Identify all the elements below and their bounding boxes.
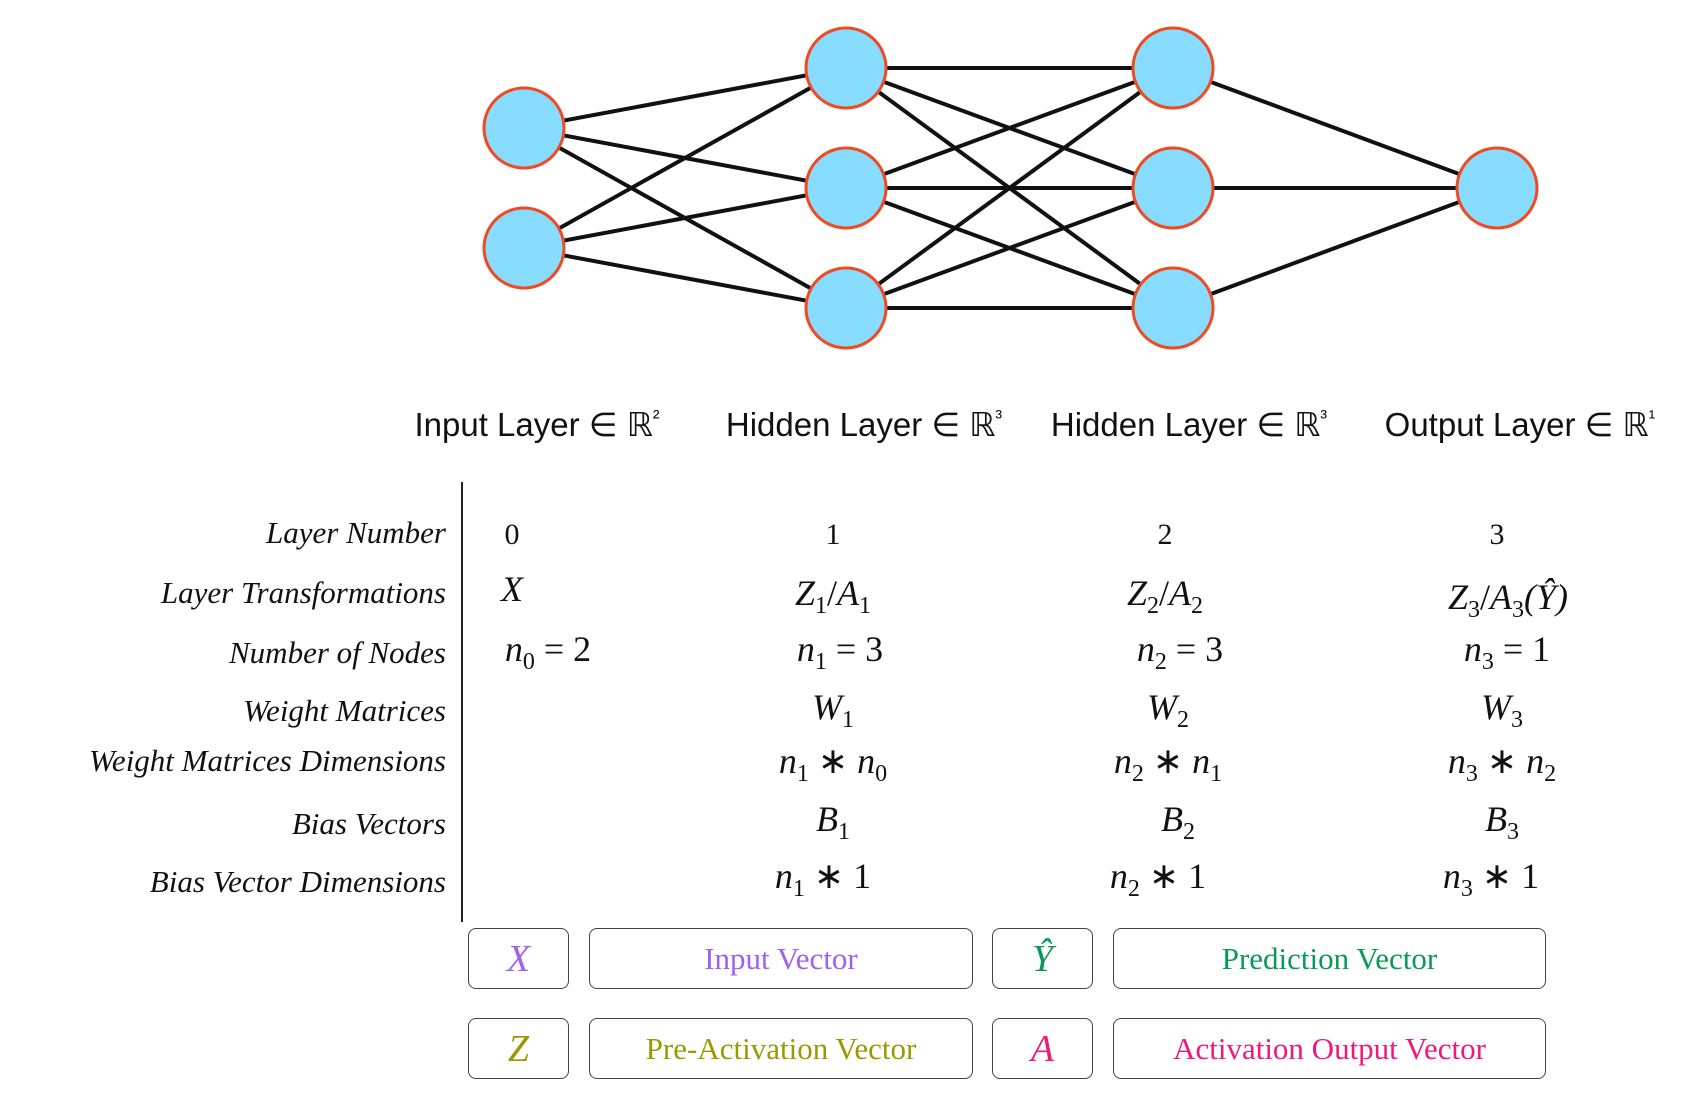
nodes-3: n3 = 1 [1463,629,1551,676]
legend-label-preactivation: Pre-Activation Vector [589,1018,973,1079]
legend-symbol-input: X [468,928,569,989]
bias-3: B3 [1485,799,1519,846]
bias-dim-3: n3 ∗ 1 [1442,856,1540,903]
weight-2: W2 [1147,687,1189,734]
layer-title-hidden-1: Hidden Layer ∈ ℝ³ [725,406,1003,443]
row-label-bias-vector-dimensions: Bias Vector Dimensions [149,864,446,899]
transform-1: Z1/A1 [794,573,872,620]
row-label-bias-vectors: Bias Vectors [291,806,446,841]
transform-2: Z2/A2 [1126,573,1204,620]
legend-prediction-label: Prediction Vector [1221,940,1438,976]
nodes-0: n0 = 2 [504,629,592,676]
bias-dim-2: n2 ∗ 1 [1109,856,1207,903]
row-label-layer-number: Layer Number [266,515,446,550]
table-divider [461,482,463,922]
legend-preactivation-label: Pre-Activation Vector [645,1030,917,1066]
legend-activation-label: Activation Output Vector [1173,1030,1486,1066]
legend-label-input: Input Vector [589,928,973,989]
legend-yhat-symbol: Ŷ [1031,937,1054,980]
legend-symbol-prediction: Ŷ [992,928,1093,989]
legend-input-label: Input Vector [704,940,858,976]
edge-l1n1-l2n0 [845,66,1174,190]
edge-l0n1-l1n0 [523,66,847,250]
layer-title-output: Output Layer ∈ ℝ¹ [1384,406,1656,443]
node-layer0-1 [482,206,566,290]
bias-dim-1: n1 ∗ 1 [774,856,872,903]
legend-label-prediction: Prediction Vector [1113,928,1546,989]
edge-l1n2-l2n1 [845,186,1174,310]
node-layer2-2 [1131,266,1215,350]
nodes [482,26,1539,350]
edge-l1n2-l2n0 [844,66,1175,310]
node-layer1-2 [804,266,888,350]
legend-z-symbol: Z [507,1027,530,1070]
weight-dim-3: n3 ∗ n2 [1447,741,1557,788]
transform-0: X [501,569,523,609]
weight-dim-2: n2 ∗ n1 [1113,741,1223,788]
bias-1: B1 [816,799,850,846]
layer-number-0: 0 [504,518,520,551]
edge-l0n0-l1n0 [523,66,847,130]
nodes-1: n1 = 3 [796,629,884,676]
transform-3: Z3/A3(Ŷ) [1447,577,1569,624]
legend-symbol-activation: A [992,1018,1093,1079]
node-layer2-1 [1131,146,1215,230]
bias-2: B2 [1161,799,1195,846]
layer-title-input: Input Layer ∈ ℝ² [414,406,660,443]
neural-network-diagram [482,26,1539,350]
layer-title-hidden-2: Hidden Layer ∈ ℝ³ [1050,406,1328,443]
row-label-weight-matrices: Weight Matrices [243,693,446,728]
edge-l2n0-l3n0 [1172,66,1498,190]
node-layer1-1 [804,146,888,230]
edges [523,66,1498,310]
row-label-weight-matrices-dimensions: Weight Matrices Dimensions [88,743,446,778]
edge-l2n2-l3n0 [1172,186,1498,310]
node-layer1-0 [804,26,888,110]
nodes-2: n2 = 3 [1136,629,1224,676]
legend-label-activation: Activation Output Vector [1113,1018,1546,1079]
node-layer3-0 [1455,146,1539,230]
layer-number-1: 1 [825,518,841,551]
row-label-number-of-nodes: Number of Nodes [229,635,446,670]
row-label-layer-transformations: Layer Transformations [160,575,446,610]
legend-x-symbol: X [506,937,531,980]
node-layer0-0 [482,86,566,170]
edge-l0n1-l1n1 [523,186,847,250]
node-layer2-0 [1131,26,1215,110]
legend-symbol-preactivation: Z [468,1018,569,1079]
weight-dim-1: n1 ∗ n0 [778,741,888,788]
weight-3: W3 [1481,687,1523,734]
layer-number-3: 3 [1489,518,1505,551]
weight-1: W1 [812,687,854,734]
edge-l0n1-l1n2 [523,246,847,310]
legend-a-symbol: A [1030,1027,1055,1070]
layer-number-2: 2 [1157,518,1173,551]
